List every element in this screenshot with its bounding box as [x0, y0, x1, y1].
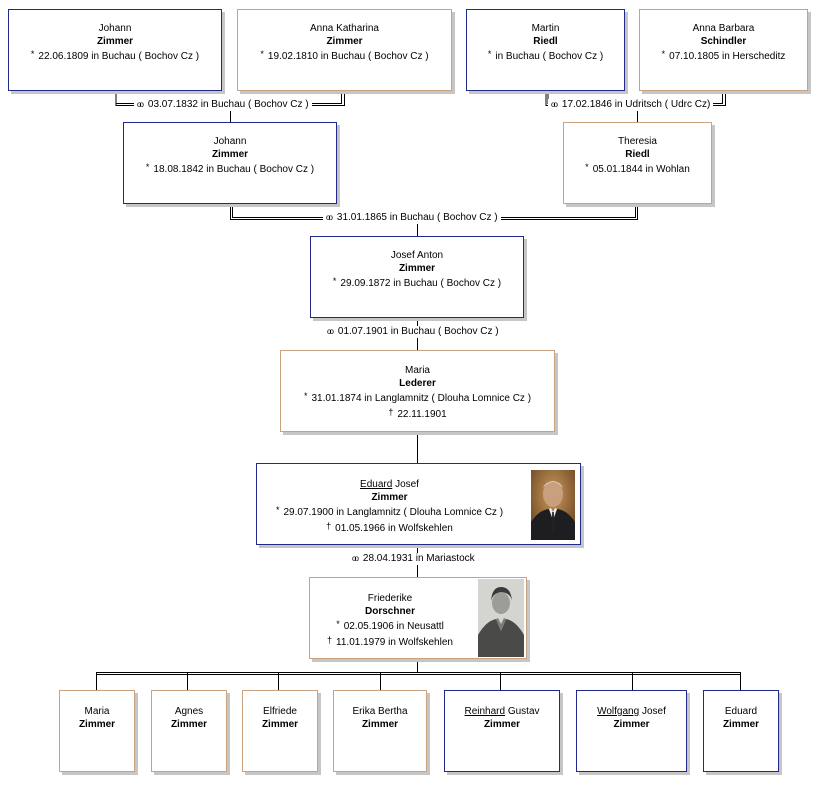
surname: Zimmer: [613, 718, 650, 730]
surname: Zimmer: [371, 491, 408, 503]
surname: Zimmer: [361, 718, 399, 730]
surname: Zimmer: [722, 718, 760, 730]
surname: Riedl: [625, 148, 650, 160]
person-card-anna-barbara[interactable]: Anna Barbara Schindler *07.10.1805 in He…: [639, 9, 808, 91]
birth-symbol: *: [275, 505, 280, 515]
first-name: Martin: [531, 23, 560, 34]
person-card-johann-1809[interactable]: Johann Zimmer *22.06.1809 in Buchau ( Bo…: [8, 9, 222, 91]
person-card-martin[interactable]: Martin Riedl *in Buchau ( Bochov Cz ): [466, 9, 625, 91]
marriage-info: 31.01.1865 in Buchau ( Bochov Cz ): [336, 212, 498, 223]
surname: Zimmer: [326, 35, 363, 47]
person-card-theresia[interactable]: Theresia Riedl *05.01.1844 in Wohlan: [563, 122, 712, 204]
marriage-info: 01.07.1901 in Buchau ( Bochov Cz ): [337, 326, 499, 337]
child-card[interactable]: Maria Zimmer: [59, 690, 135, 772]
surname: Zimmer: [261, 718, 299, 730]
death-info: 01.05.1966 in Wolfskehlen: [335, 522, 453, 534]
birth-info: 31.01.1874 in Langlamnitz ( Dlouha Lomni…: [311, 393, 532, 404]
birth-symbol: *: [585, 162, 589, 172]
surname: Zimmer: [96, 35, 134, 47]
birth-symbol: *: [336, 619, 340, 629]
first-name: Agnes: [174, 706, 204, 717]
birth-symbol: *: [303, 391, 308, 401]
birth-symbol: *: [30, 49, 35, 59]
death-symbol: †: [327, 634, 333, 645]
death-info: 22.11.1901: [397, 408, 447, 420]
first-name: Theresia: [618, 136, 657, 147]
surname: Zimmer: [398, 262, 436, 274]
birth-info: 07.10.1805 in Herscheditz: [669, 51, 786, 62]
portrait-photo: [478, 579, 524, 657]
surname: Riedl: [533, 35, 558, 47]
marriage-info: 28.04.1931 in Mariastock: [362, 553, 475, 564]
birth-symbol: *: [661, 49, 666, 59]
birth-info: 02.05.1906 in Neusattl: [343, 621, 444, 632]
first-name: Eduard: [724, 706, 758, 717]
surname: Lederer: [399, 377, 436, 389]
first-name: Maria: [404, 365, 430, 376]
surname: Zimmer: [170, 718, 208, 730]
birth-info: 05.01.1844 in Wohlan: [592, 164, 690, 175]
person-card-anna-katharina[interactable]: Anna Katharina Zimmer *19.02.1810 in Buc…: [237, 9, 452, 91]
surname: Zimmer: [483, 718, 521, 730]
birth-info: in Buchau ( Bochov Cz ): [495, 51, 604, 62]
marriage-info: 03.07.1832 in Buchau ( Bochov Cz ): [147, 99, 309, 110]
first-name: Josef: [641, 706, 666, 717]
marriage-rings-icon: oo: [551, 100, 558, 109]
death-symbol: †: [326, 520, 332, 531]
birth-info: 18.08.1842 in Buchau ( Bochov Cz ): [153, 164, 315, 175]
marriage-rings-icon: oo: [352, 554, 359, 563]
person-card-maria-lederer[interactable]: Maria Lederer *31.01.1874 in Langlamnitz…: [280, 350, 555, 432]
child-card[interactable]: Reinhard Gustav Zimmer: [444, 690, 560, 772]
birth-symbol: *: [260, 49, 264, 59]
first-name: Erika Bertha: [352, 706, 408, 717]
person-card-eduard-josef[interactable]: Eduard Josef Zimmer *29.07.1900 in Langl…: [256, 463, 581, 545]
first-name: Johann: [213, 136, 247, 147]
birth-symbol: *: [145, 162, 150, 172]
first-name: Josef Anton: [390, 250, 444, 261]
call-name: Wolfgang: [597, 706, 640, 717]
birth-info: 29.09.1872 in Buchau ( Bochov Cz ): [340, 278, 502, 289]
marriage-rings-icon: oo: [326, 213, 333, 222]
surname: Zimmer: [78, 718, 116, 730]
child-card[interactable]: Wolfgang Josef Zimmer: [576, 690, 687, 772]
first-name: Johann: [98, 23, 132, 34]
first-name: Josef: [395, 479, 419, 490]
call-name: Reinhard: [464, 706, 506, 717]
child-card[interactable]: Erika Bertha Zimmer: [333, 690, 427, 772]
person-card-friederike[interactable]: Friederike Dorschner *02.05.1906 in Neus…: [309, 577, 527, 659]
surname: Schindler: [700, 35, 747, 47]
marriage-rings-icon: oo: [327, 327, 334, 336]
death-info: 11.01.1979 in Wolfskehlen: [336, 636, 453, 648]
first-name: Friederike: [367, 593, 413, 604]
first-name: Anna Katharina: [310, 23, 379, 34]
surname: Zimmer: [211, 148, 249, 160]
birth-info: 22.06.1809 in Buchau ( Bochov Cz ): [38, 51, 200, 62]
first-name: Elfriede: [263, 706, 297, 717]
birth-info: 29.07.1900 in Langlamnitz ( Dlouha Lomni…: [283, 507, 504, 518]
first-name: Gustav: [507, 706, 540, 717]
birth-symbol: *: [332, 276, 337, 286]
marriage-info: 17.02.1846 in Udritsch ( Udrc Cz): [561, 99, 711, 110]
child-card[interactable]: Elfriede Zimmer: [242, 690, 318, 772]
death-symbol: †: [388, 406, 394, 417]
first-name: Maria: [84, 706, 110, 717]
person-card-josef-anton[interactable]: Josef Anton Zimmer *29.09.1872 in Buchau…: [310, 236, 524, 318]
call-name: Eduard: [360, 479, 393, 490]
person-card-johann-1842[interactable]: Johann Zimmer *18.08.1842 in Buchau ( Bo…: [123, 122, 337, 204]
child-card[interactable]: Eduard Zimmer: [703, 690, 779, 772]
surname: Dorschner: [364, 605, 415, 617]
child-card[interactable]: Agnes Zimmer: [151, 690, 227, 772]
birth-info: 19.02.1810 in Buchau ( Bochov Cz ): [267, 51, 429, 62]
first-name: Anna Barbara: [692, 23, 755, 34]
portrait-photo: [531, 470, 575, 540]
birth-symbol: *: [487, 49, 492, 59]
marriage-rings-icon: oo: [137, 100, 144, 109]
